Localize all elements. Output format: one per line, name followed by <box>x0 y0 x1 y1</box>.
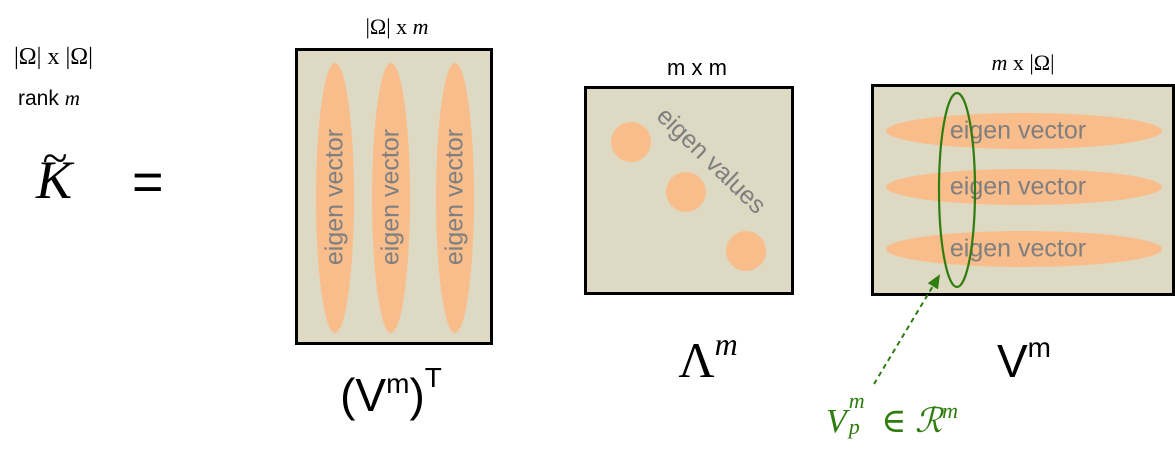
eigen-value-dot <box>666 172 706 212</box>
k-letter: K <box>36 150 73 210</box>
vmt-dim-label: |Ω| x m <box>365 14 428 40</box>
k-dim-label: |Ω| x |Ω| <box>14 44 93 70</box>
eigen-vector-column-blob <box>316 63 354 333</box>
lambda-label: Λm <box>678 326 737 389</box>
vmt-dim-var: m <box>412 14 429 39</box>
lambda-label-base: Λ <box>678 332 715 388</box>
k-tilde-accent: ~ <box>42 132 67 183</box>
eigen-vector-row-label: eigen vector <box>949 234 1087 263</box>
eigen-vector-row-blob <box>886 113 1162 149</box>
vm-transpose-matrix: eigen vector eigen vector eigen vector <box>295 48 493 345</box>
annotation-space-sup: m <box>942 398 958 423</box>
eigen-vector-row-label: eigen vector <box>949 116 1087 145</box>
vm-dim-suffix: x |Ω| <box>1007 50 1055 75</box>
annotation-sup: m <box>848 388 865 413</box>
eigen-vector-column-label: eigen vector <box>320 128 349 266</box>
annotation-space: ℛ <box>914 403 943 440</box>
k-rank-label: rank m <box>18 86 80 111</box>
vmt-label-close: ) <box>409 369 425 421</box>
vm-dim-var: m <box>991 50 1008 75</box>
vm-label-sup: m <box>1027 332 1052 363</box>
vmt-dim-prefix: |Ω| x <box>365 14 413 39</box>
annotation-relation: ∈ <box>872 403 915 440</box>
k-tilde-symbol: ~ K <box>36 132 73 210</box>
equals-sign: = <box>132 152 164 212</box>
eigen-vector-row-label: eigen vector <box>949 172 1087 201</box>
annotation-base: V <box>826 403 847 440</box>
vm-label-base: V <box>996 335 1028 387</box>
k-rank-prefix: rank <box>18 87 65 110</box>
vm-dim-label: m x |Ω| <box>991 50 1054 76</box>
lambda-label-sup: m <box>714 326 738 362</box>
eigen-vector-column-blob <box>436 63 474 333</box>
lambda-dim-label: m x m <box>667 55 727 80</box>
lambda-matrix: eigen values <box>584 86 794 295</box>
eigen-vector-row-blob <box>886 231 1162 267</box>
eigen-vector-column-label: eigen vector <box>440 128 469 266</box>
eigen-value-dot <box>611 122 651 162</box>
vm-label: Vm <box>997 332 1051 388</box>
annotation-sub: p <box>848 414 860 439</box>
k-rank-var: m <box>64 86 80 110</box>
eigen-value-dot <box>726 231 766 271</box>
vm-matrix: eigen vector eigen vector eigen vector <box>871 84 1175 296</box>
vmt-label-transpose: T <box>424 362 442 393</box>
eigen-vector-column-label: eigen vector <box>376 128 405 266</box>
eigen-vector-column-blob <box>372 63 410 333</box>
eigen-vector-row-blob <box>886 169 1162 205</box>
vm-transpose-label: (Vm)T <box>340 362 442 422</box>
vmt-label-sup: m <box>386 368 410 399</box>
vmt-label-base: (V <box>340 369 387 421</box>
column-vector-annotation: V m p ∈ ℛm <box>826 388 958 441</box>
